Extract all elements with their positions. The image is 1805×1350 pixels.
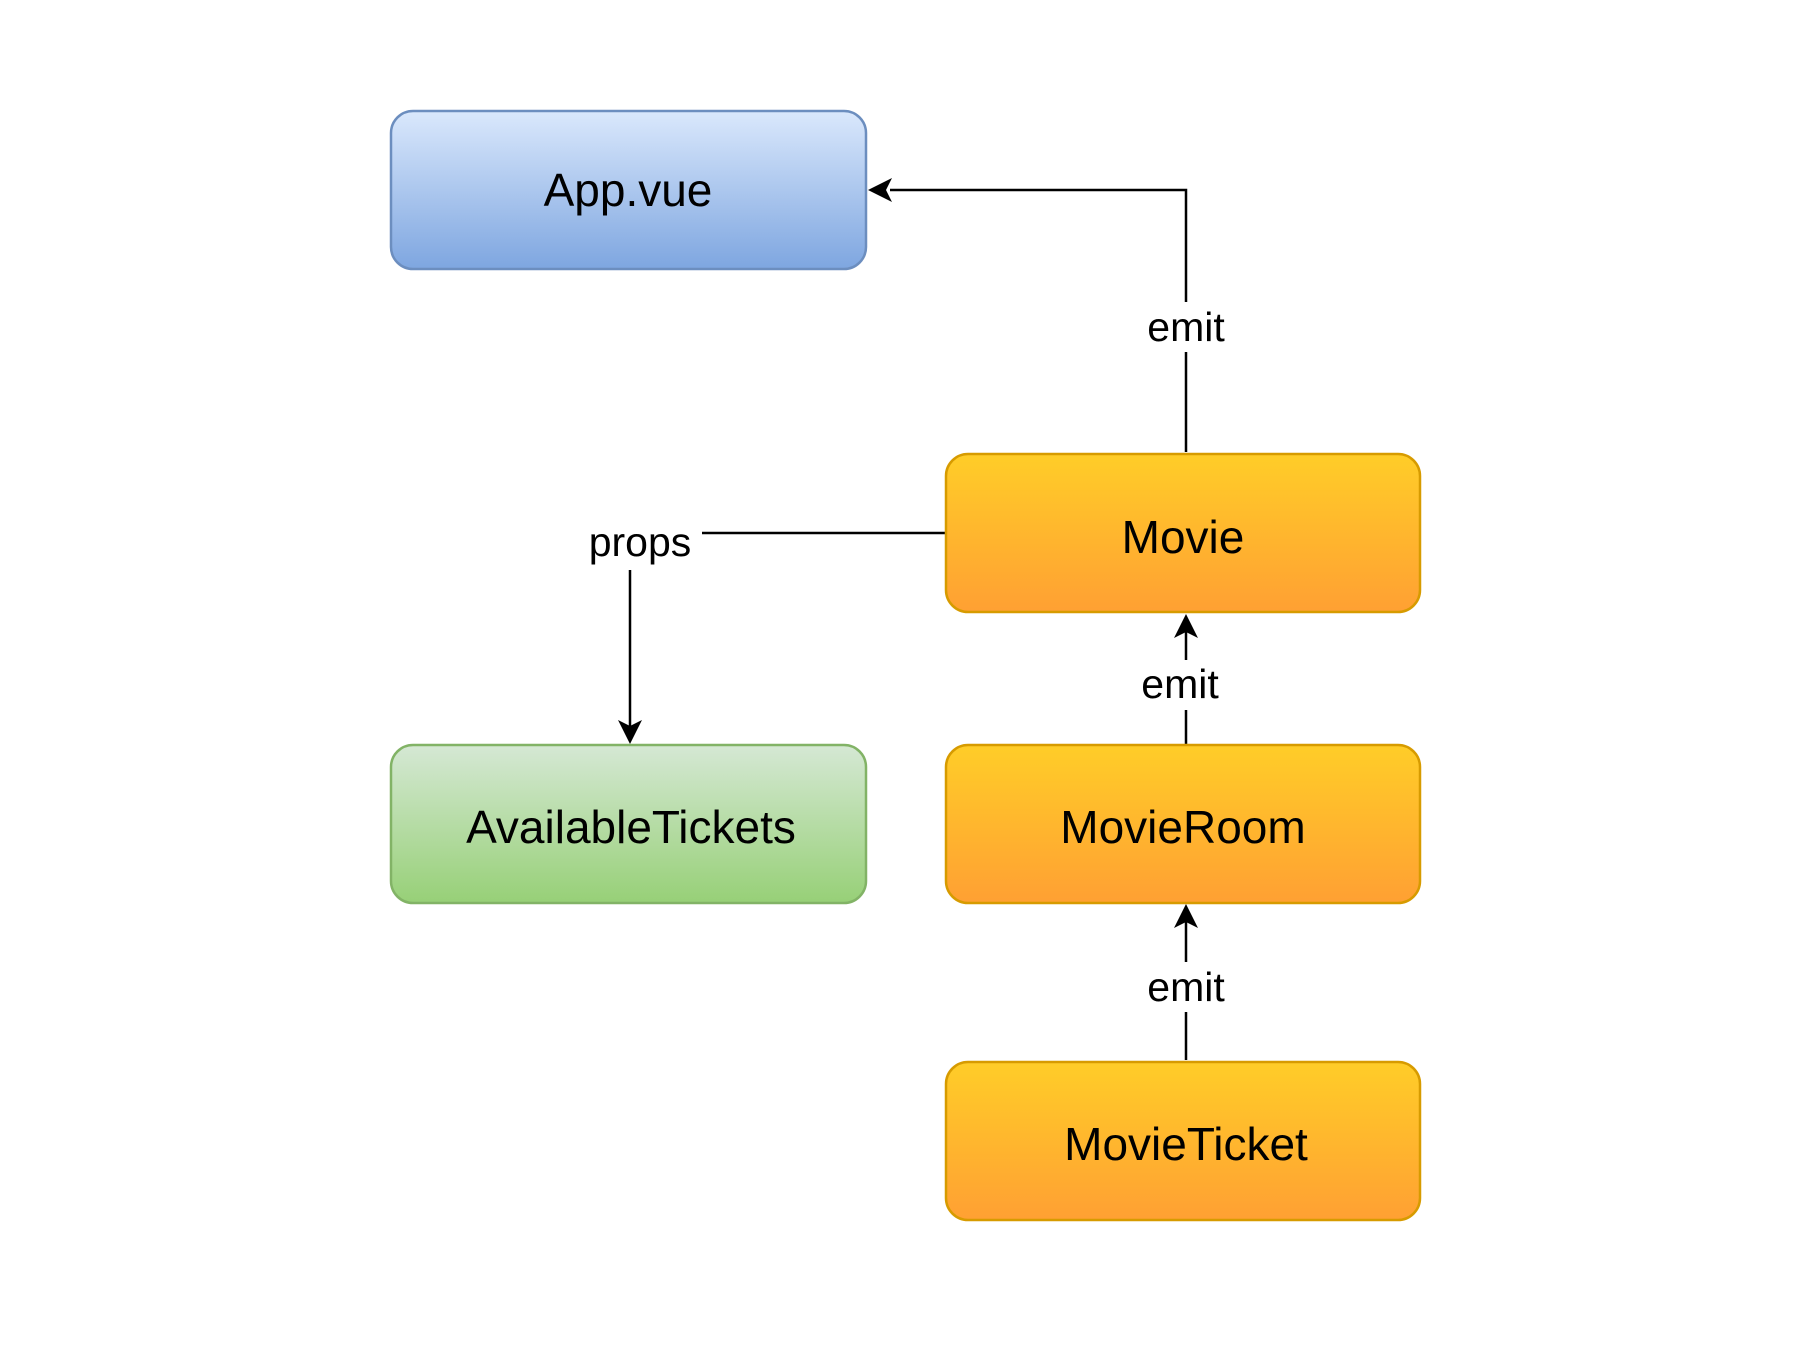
node-movie-ticket[interactable]: MovieTicket — [944, 1060, 1422, 1222]
edge-movie-to-app: emit — [868, 178, 1236, 452]
node-app-vue[interactable]: App.vue — [389, 109, 868, 271]
node-movie[interactable]: Movie — [944, 452, 1422, 614]
edge-movie-room-to-movie: emit — [1130, 614, 1230, 744]
edge-label-emit-app: emit — [1147, 304, 1225, 350]
node-label-movie: Movie — [1122, 511, 1245, 563]
edge-label-props: props — [589, 519, 692, 565]
edge-label-emit-movie: emit — [1141, 661, 1219, 707]
node-label-app-vue: App.vue — [544, 164, 713, 216]
node-label-movie-room: MovieRoom — [1060, 801, 1305, 853]
edge-movie-ticket-to-movie-room: emit — [1136, 904, 1236, 1060]
arrowhead-icon — [618, 720, 642, 744]
arrowhead-icon — [1174, 614, 1198, 638]
arrowhead-icon — [868, 178, 892, 202]
node-movie-room[interactable]: MovieRoom — [944, 743, 1422, 905]
node-available-tickets[interactable]: AvailableTickets — [389, 743, 868, 905]
arrowhead-icon — [1174, 904, 1198, 928]
node-label-movie-ticket: MovieTicket — [1064, 1118, 1308, 1170]
node-label-available-tickets: AvailableTickets — [466, 801, 796, 853]
edge-label-emit-movie-room: emit — [1147, 964, 1225, 1010]
edge-movie-to-available-tickets: props — [580, 518, 947, 744]
